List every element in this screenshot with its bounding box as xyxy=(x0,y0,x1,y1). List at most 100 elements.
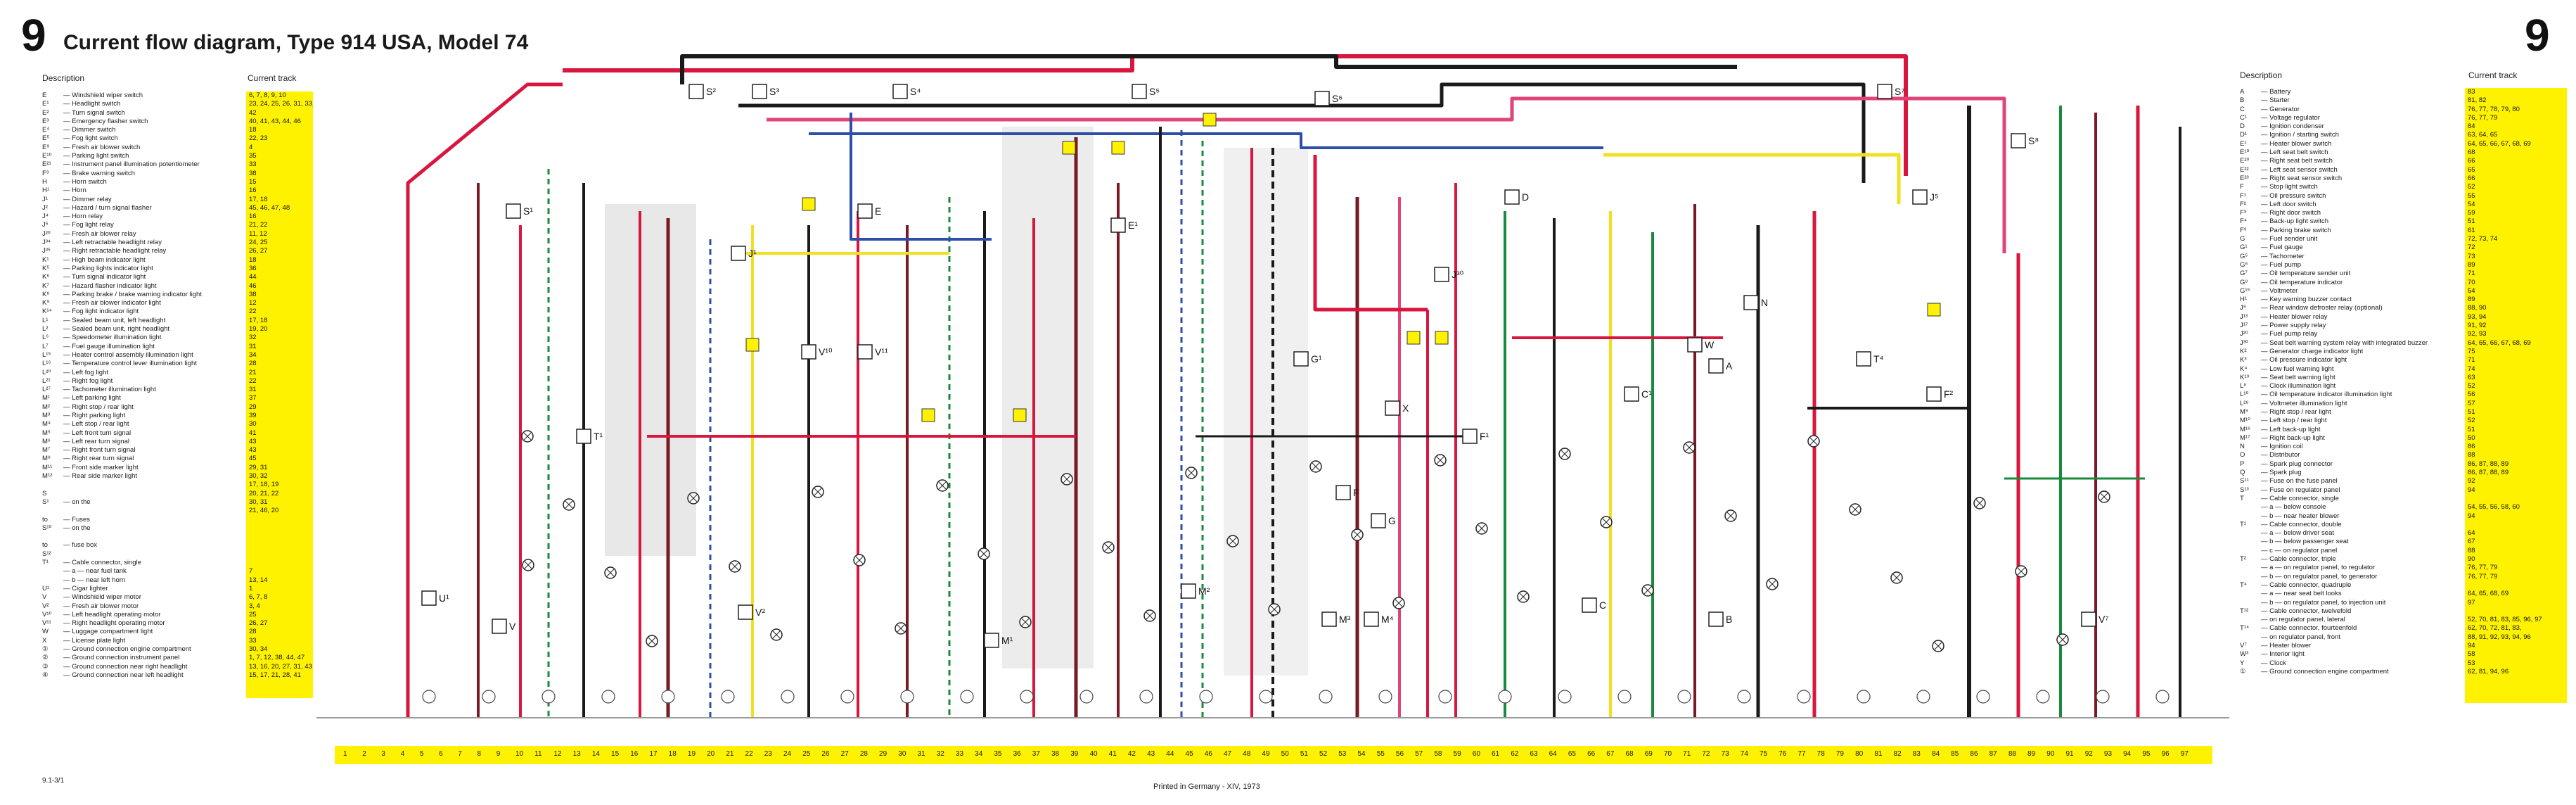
legend-code: L² xyxy=(42,325,49,334)
legend-text: — Left fog light xyxy=(63,368,108,376)
lamp-cross xyxy=(1436,456,1444,464)
legend-text: — Ignition / starting switch xyxy=(2261,131,2339,139)
legend-code: E²⁰ xyxy=(2240,157,2250,165)
legend-text: — b — below passenger seat xyxy=(2261,538,2349,546)
track-number: 59 xyxy=(1453,750,1461,758)
track-number: 11 xyxy=(534,750,542,758)
legend-item: K⁶— Turn signal indicator light xyxy=(42,273,246,281)
track-number: 75 xyxy=(1760,750,1768,758)
legend-text: — High beam indicator light xyxy=(63,255,146,264)
lamp-cross xyxy=(565,500,573,509)
lamp-cross xyxy=(689,494,698,502)
legend-code: A xyxy=(2240,88,2245,96)
lamp-cross xyxy=(1395,599,1403,607)
legend-text: — a — near fuel tank xyxy=(63,567,127,576)
ground-symbol xyxy=(840,690,854,704)
legend-track: 89 xyxy=(2468,296,2475,304)
track-number: 19 xyxy=(687,750,696,758)
wire xyxy=(406,82,563,718)
legend-track: 44 xyxy=(249,273,257,281)
legend-text: — Left seat sensor switch xyxy=(2261,165,2338,174)
lamp-cross xyxy=(1934,642,1942,650)
legend-text: — Fuse on the fuse panel xyxy=(2261,477,2338,486)
legend-text: — Oil temperature sender unit xyxy=(2261,270,2351,278)
legend-text: — Left seat belt switch xyxy=(2261,148,2328,157)
legend-item: E⁴— Dimmer switch xyxy=(42,126,246,134)
legend-track xyxy=(2465,521,2567,529)
legend-code: J¹ xyxy=(42,195,48,203)
track-number: 20 xyxy=(707,750,715,758)
legend-text: — Generator xyxy=(2261,105,2300,113)
legend-track: 21, 22 xyxy=(249,221,268,229)
legend-track: 4 xyxy=(249,143,253,151)
legend-track xyxy=(246,524,313,533)
legend-code: T¹⁴ xyxy=(2240,624,2250,633)
ground-symbol xyxy=(1199,690,1213,704)
component-box xyxy=(1708,611,1724,627)
legend-code: T¹ xyxy=(42,559,49,567)
legend-code: S¹⁰ xyxy=(42,524,52,532)
legend-text: — Voltmeter illumination light xyxy=(2261,399,2347,407)
fuse-badge xyxy=(1927,303,1941,317)
lamp-cross xyxy=(731,562,739,571)
legend-item: E— Windshield wiper switch xyxy=(42,91,246,100)
track-number: 56 xyxy=(1395,750,1404,758)
legend-track: 54, 55, 56, 58, 60 xyxy=(2468,503,2520,512)
legend-track: 75 xyxy=(2468,347,2475,355)
legend-item xyxy=(42,507,246,515)
component-box xyxy=(1371,513,1386,528)
legend-item: Q— Spark plug xyxy=(2240,469,2465,477)
lamp-cross xyxy=(1519,592,1527,601)
legend-code: J⁹ xyxy=(2240,304,2246,312)
legend-track: 86, 87, 88, 89 xyxy=(2468,469,2509,477)
legend-code: E¹ xyxy=(2240,139,2247,148)
track-number: 1 xyxy=(343,750,347,758)
track-number: 96 xyxy=(2161,750,2170,758)
component-box xyxy=(738,604,753,620)
legend-track: 26, 27 xyxy=(249,619,268,628)
legend-track: 64, 65, 66, 67, 68, 69 xyxy=(2468,338,2531,347)
legend-track: 89 xyxy=(2468,260,2475,269)
track-number: 81 xyxy=(1874,750,1883,758)
legend-item: J²⁰— Fresh air blower relay xyxy=(42,230,246,239)
legend-track: 11, 12 xyxy=(249,229,267,238)
track-number: 80 xyxy=(1855,750,1864,758)
legend-track: 24, 25 xyxy=(249,239,268,247)
track-number: 22 xyxy=(745,750,753,758)
legend-code: ① xyxy=(42,645,49,653)
legend-item: K⁷— Hazard flasher indicator light xyxy=(42,282,246,291)
legend-item: P— Spark plug connector xyxy=(2240,460,2465,469)
legend-code: K¹⁹ xyxy=(2240,373,2250,381)
legend-code: to xyxy=(42,515,48,524)
component-label: M² xyxy=(1198,585,1210,597)
track-number: 35 xyxy=(994,750,1002,758)
legend-item: M¹⁷— Right back-up light xyxy=(2240,434,2465,443)
legend-text: — Voltage regulator xyxy=(2261,113,2320,122)
legend-track: 72 xyxy=(2468,243,2475,252)
ground-symbol xyxy=(781,690,795,704)
legend-code: ① xyxy=(2240,667,2246,676)
track-number: 31 xyxy=(917,750,925,758)
legend-text: — Fresh air blower relay xyxy=(63,229,136,238)
track-number: 25 xyxy=(802,750,811,758)
legend-item: N— Ignition coil xyxy=(2240,443,2465,451)
legend-code: K¹ xyxy=(42,255,49,264)
lamp-cross xyxy=(814,488,822,496)
legend-item: E¹⁰— Left seat belt switch xyxy=(2240,148,2465,157)
legend-text: — Temperature control lever illumination… xyxy=(63,360,197,368)
track-number: 50 xyxy=(1281,750,1289,758)
footer-printed-note: Printed in Germany - XIV, 1973 xyxy=(1153,782,1260,791)
legend-text: — b — on regulator panel, to generator xyxy=(2261,572,2378,581)
legend-code: K⁶ xyxy=(42,273,50,281)
legend-item: E²⁰— Right seat belt switch xyxy=(2240,157,2465,165)
legend-code: S¹ xyxy=(42,497,49,506)
lamp-cross xyxy=(1353,531,1361,539)
legend-code: X xyxy=(42,636,47,645)
ground-symbol xyxy=(422,690,436,704)
legend-item: M⁴— Left stop / rear light xyxy=(42,420,246,429)
legend-text: — Fuses xyxy=(63,515,91,524)
legend-text: — Fresh air blower switch xyxy=(63,143,141,151)
track-number: 73 xyxy=(1721,750,1729,758)
legend-track: 93, 94 xyxy=(2468,312,2487,321)
legend-code: E⁹ xyxy=(42,143,50,151)
